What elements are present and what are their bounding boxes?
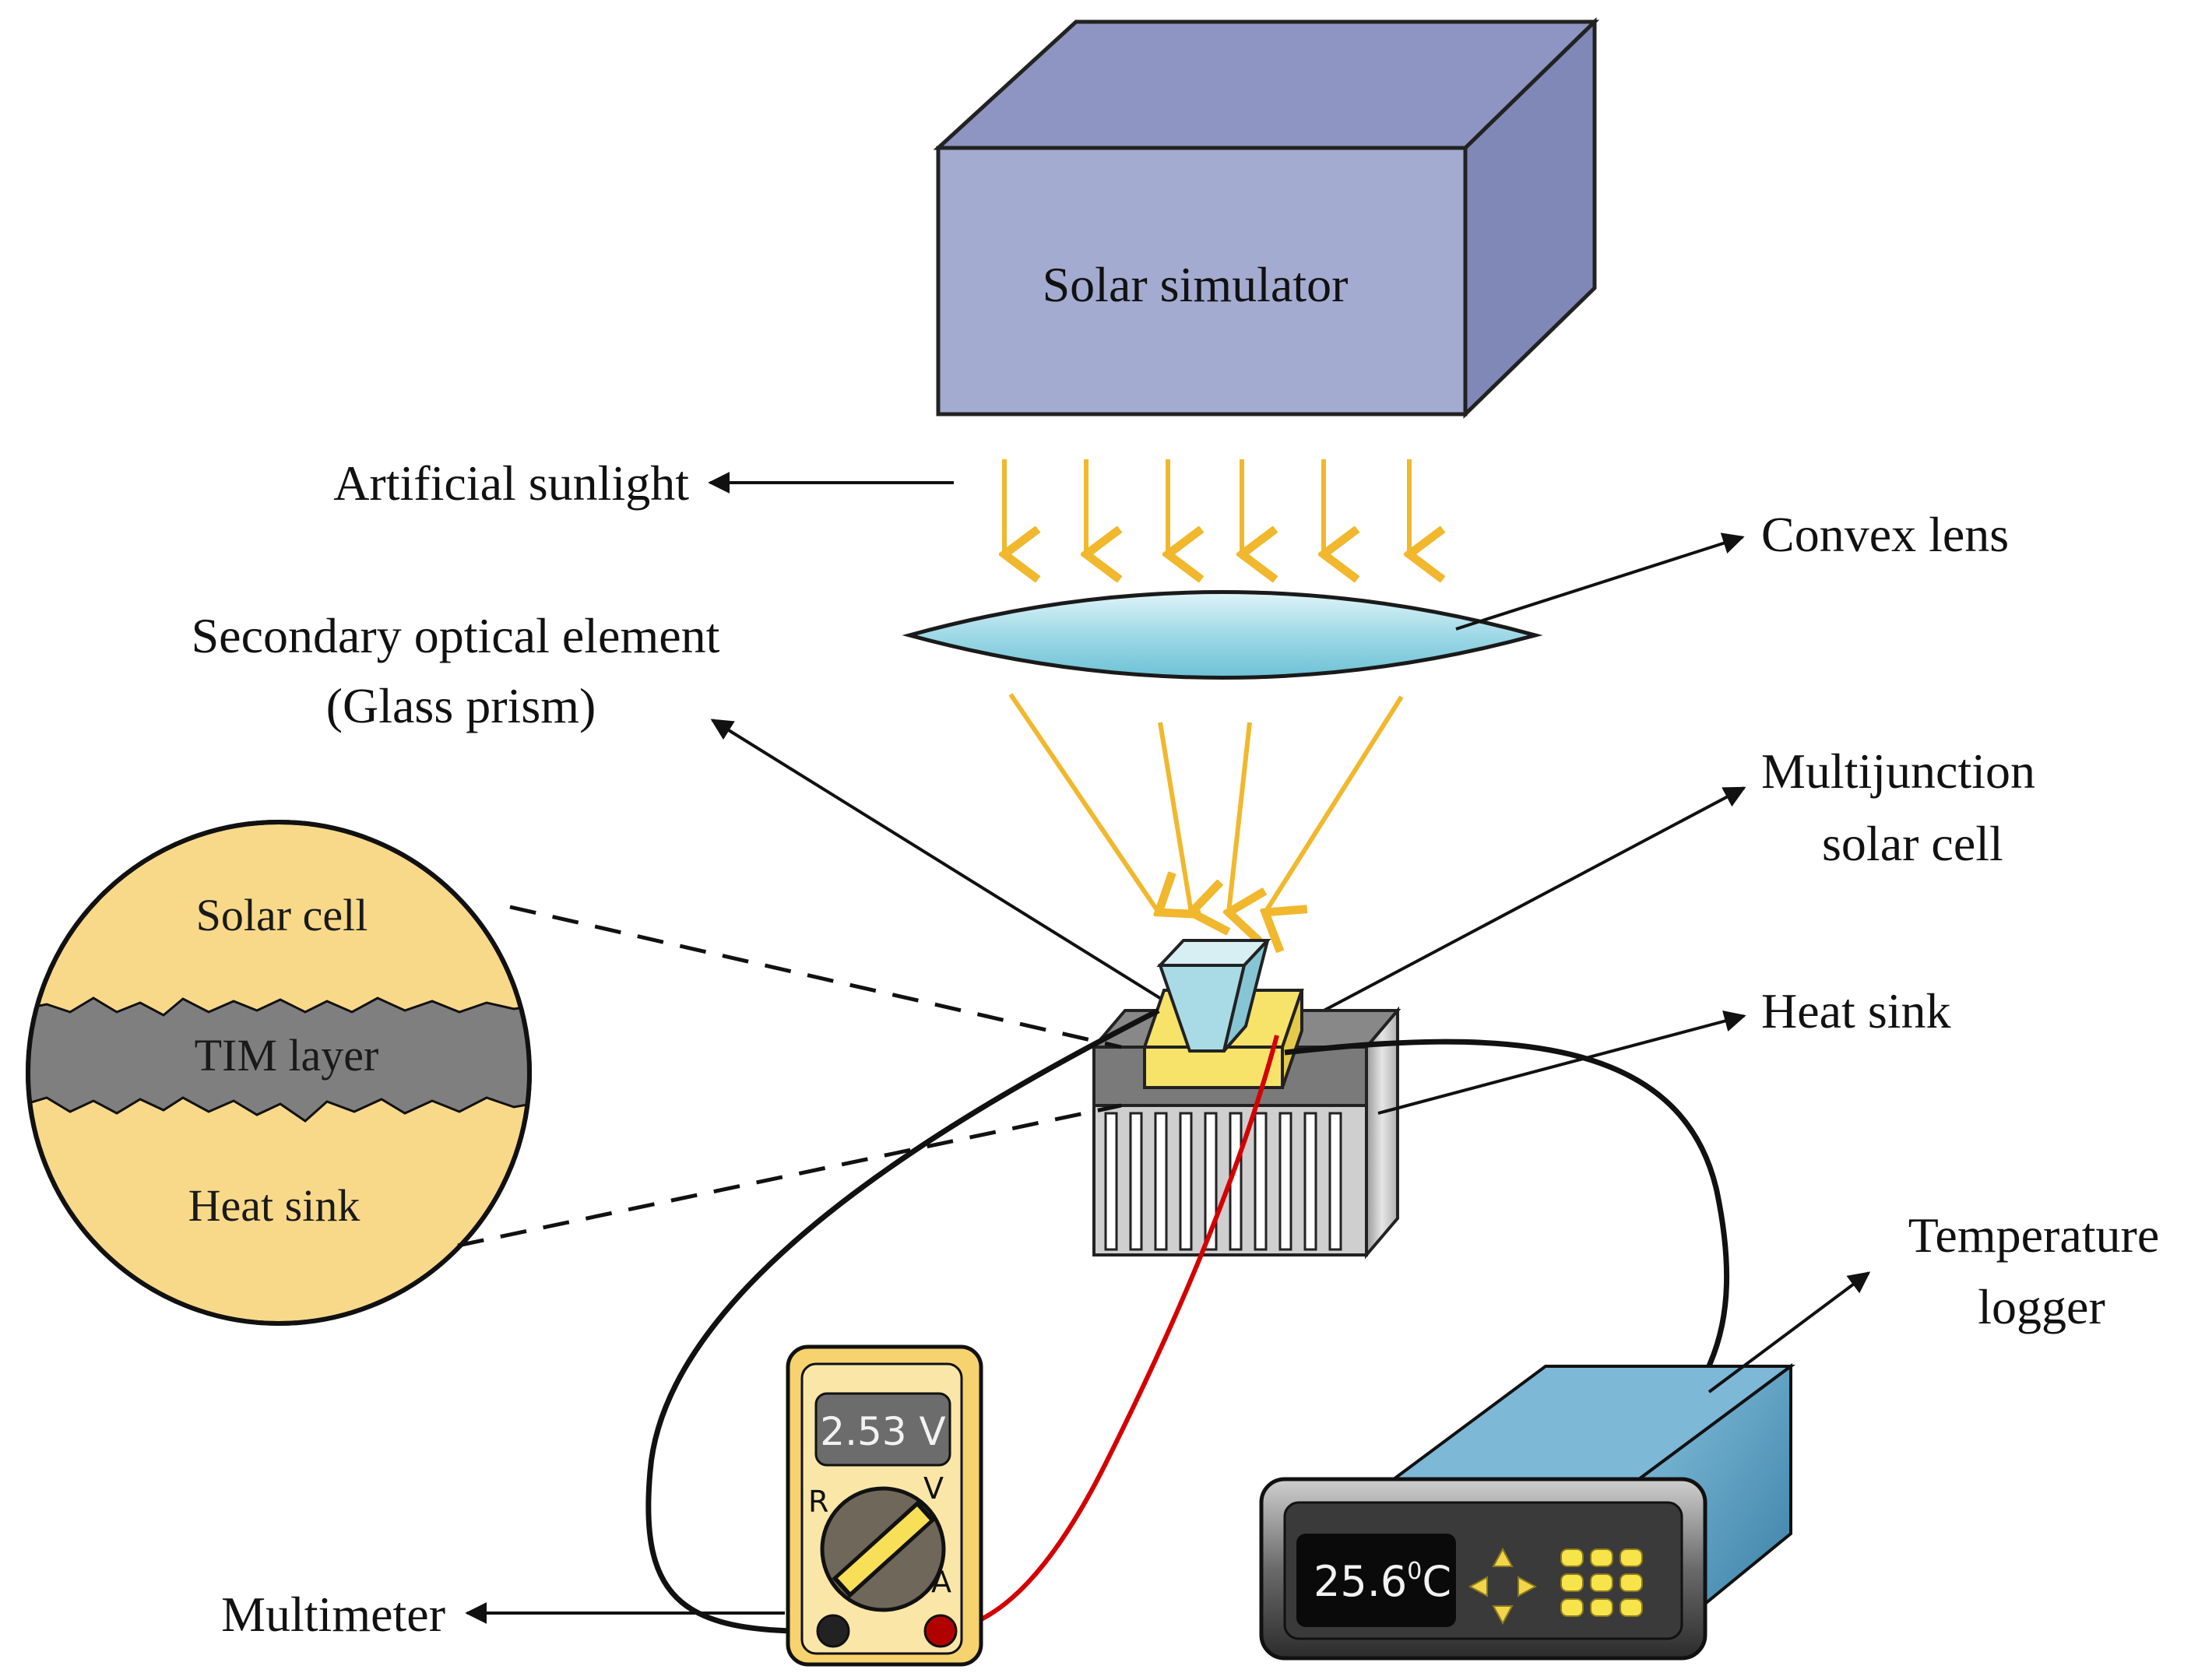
dial-label-r: R bbox=[808, 1485, 828, 1519]
tim-layer-band bbox=[28, 996, 529, 1123]
black-wire-logger bbox=[1284, 1039, 1730, 1383]
secondary-optical-callout: Secondary optical element (Glass prism) bbox=[192, 608, 1199, 1023]
glass-prism bbox=[1156, 939, 1271, 1053]
multimeter-display bbox=[814, 1392, 951, 1467]
red-wire bbox=[940, 1035, 1279, 1633]
inset-solar-cell-label: Solar cell bbox=[196, 890, 368, 940]
multimeter: 2.53 V R V A bbox=[786, 1344, 983, 1667]
logger-display bbox=[1296, 1534, 1456, 1627]
multijunction-callout: Multijunction solar cell bbox=[1276, 743, 2035, 1037]
logger-keypad[interactable] bbox=[1560, 1548, 1643, 1617]
focused-rays bbox=[1008, 693, 1404, 912]
artificial-sunlight-callout: Artificial sunlight bbox=[333, 455, 954, 511]
temperature-logger-callout: Temperature logger bbox=[1707, 1207, 2159, 1394]
solar-simulator-label: Solar simulator bbox=[1043, 257, 1349, 312]
sunlight-arrows bbox=[1004, 459, 1409, 554]
heat-sink-assembly bbox=[1090, 939, 1401, 1260]
inset-detail: Solar cell TIM layer Heat sink bbox=[26, 820, 532, 1326]
red-probe-jack[interactable] bbox=[923, 1614, 958, 1648]
secondary-optical-label-line1: Secondary optical element bbox=[192, 608, 720, 663]
logger-reading: 25.60C bbox=[1314, 1557, 1451, 1606]
dial-label-v: V bbox=[923, 1471, 944, 1506]
multijunction-label-line1: Multijunction bbox=[1761, 743, 2035, 799]
inset-connector-lines bbox=[457, 905, 1122, 1248]
multimeter-label: Multimeter bbox=[221, 1587, 445, 1642]
inset-heat-sink-label: Heat sink bbox=[188, 1180, 360, 1231]
temperature-logger-label-line2: logger bbox=[1978, 1279, 2105, 1334]
heat-sink-fins bbox=[1092, 1104, 1368, 1256]
dial-label-a: A bbox=[931, 1565, 951, 1599]
temperature-logger: 25.60C bbox=[1259, 1363, 1796, 1661]
temperature-logger-label-line1: Temperature bbox=[1908, 1207, 2159, 1263]
convex-lens-callout: Convex lens bbox=[1455, 507, 2009, 631]
secondary-optical-label-line2: (Glass prism) bbox=[326, 678, 596, 733]
black-probe-jack[interactable] bbox=[816, 1614, 850, 1648]
artificial-sunlight-label: Artificial sunlight bbox=[333, 455, 689, 511]
logger-direction-pad[interactable] bbox=[1468, 1547, 1538, 1626]
multimeter-callout: Multimeter bbox=[221, 1587, 785, 1642]
solar-simulator: Solar simulator bbox=[933, 17, 1600, 419]
convex-lens bbox=[902, 590, 1543, 680]
convex-lens-label: Convex lens bbox=[1761, 507, 2009, 562]
inset-tim-layer-label: TIM layer bbox=[195, 1030, 379, 1081]
heat-sink-label: Heat sink bbox=[1761, 983, 1951, 1039]
multijunction-label-line2: solar cell bbox=[1822, 816, 2003, 871]
multimeter-reading: 2.53 V bbox=[820, 1409, 945, 1454]
heat-sink-callout: Heat sink bbox=[1377, 983, 1951, 1115]
